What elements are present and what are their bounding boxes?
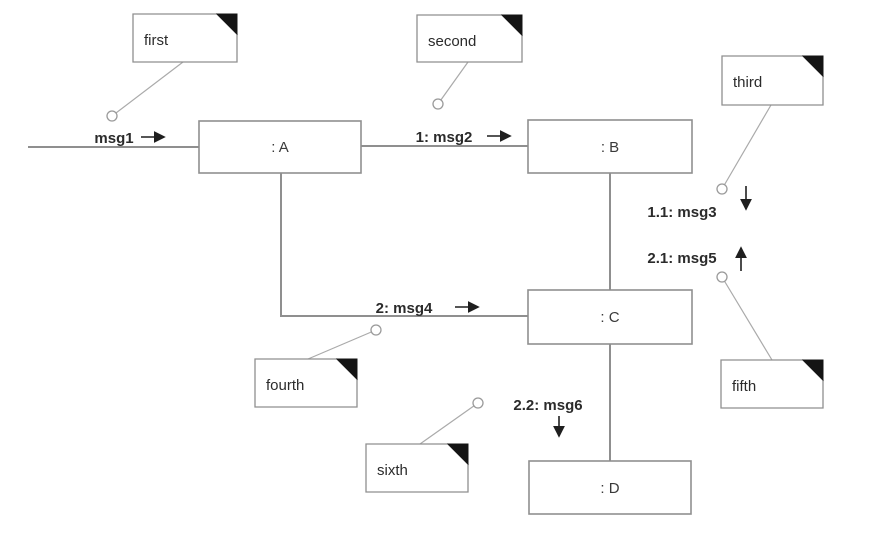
note-fold-icon xyxy=(500,14,523,37)
note-sixth: sixth xyxy=(365,443,469,493)
note-label-first: first xyxy=(144,32,169,49)
note-fifth: fifth xyxy=(720,359,824,409)
note-label-sixth: sixth xyxy=(377,462,408,479)
note-connector-fourth xyxy=(307,329,377,360)
note-shape-first xyxy=(132,13,238,63)
connector-circle-fourth xyxy=(370,324,382,336)
note-connector-third xyxy=(721,104,772,190)
note-fold-icon xyxy=(335,358,358,381)
message-label-msg5: 2.1: msg5 xyxy=(647,250,716,267)
note-shape-third xyxy=(721,55,824,106)
note-connector-fifth xyxy=(721,276,773,361)
note-fold-icon xyxy=(801,359,824,382)
object-label-a: : A xyxy=(271,139,289,156)
note-shape-second xyxy=(416,14,523,63)
note-label-fourth: fourth xyxy=(266,377,304,394)
object-label-c: : C xyxy=(600,309,619,326)
note-connector-first xyxy=(111,61,184,117)
object-label-b: : B xyxy=(601,139,619,156)
message-label-msg4: 2: msg4 xyxy=(376,300,433,317)
note-label-third: third xyxy=(733,74,762,91)
connector-circle-sixth xyxy=(472,397,484,409)
message-label-msg6: 2.2: msg6 xyxy=(513,397,582,414)
note-first: first xyxy=(132,13,238,63)
message-label-msg3: 1.1: msg3 xyxy=(647,204,716,221)
note-third: third xyxy=(721,55,824,106)
message-label-msg1: msg1 xyxy=(94,130,133,147)
note-shape-sixth xyxy=(365,443,469,493)
note-connector-second xyxy=(437,61,469,105)
link-a-to-c xyxy=(280,173,528,317)
connector-circle-first xyxy=(106,110,118,122)
note-fold-icon xyxy=(215,13,238,36)
message-label-msg2: 1: msg2 xyxy=(416,129,473,146)
note-second: second xyxy=(416,14,523,63)
note-shape-fourth xyxy=(254,358,358,408)
connector-circle-fifth xyxy=(716,271,728,283)
note-label-second: second xyxy=(428,33,476,50)
note-fold-icon xyxy=(801,55,824,78)
connector-circle-second xyxy=(432,98,444,110)
note-fold-icon xyxy=(446,443,469,466)
object-box-b xyxy=(527,119,693,174)
object-label-d: : D xyxy=(600,480,619,497)
object-box-a xyxy=(198,120,362,174)
note-fourth: fourth xyxy=(254,358,358,408)
note-connector-sixth xyxy=(419,402,479,445)
object-box-d xyxy=(528,460,692,515)
note-label-fifth: fifth xyxy=(732,378,756,395)
note-shape-fifth xyxy=(720,359,824,409)
object-box-c xyxy=(527,289,693,345)
connector-circle-third xyxy=(716,183,728,195)
